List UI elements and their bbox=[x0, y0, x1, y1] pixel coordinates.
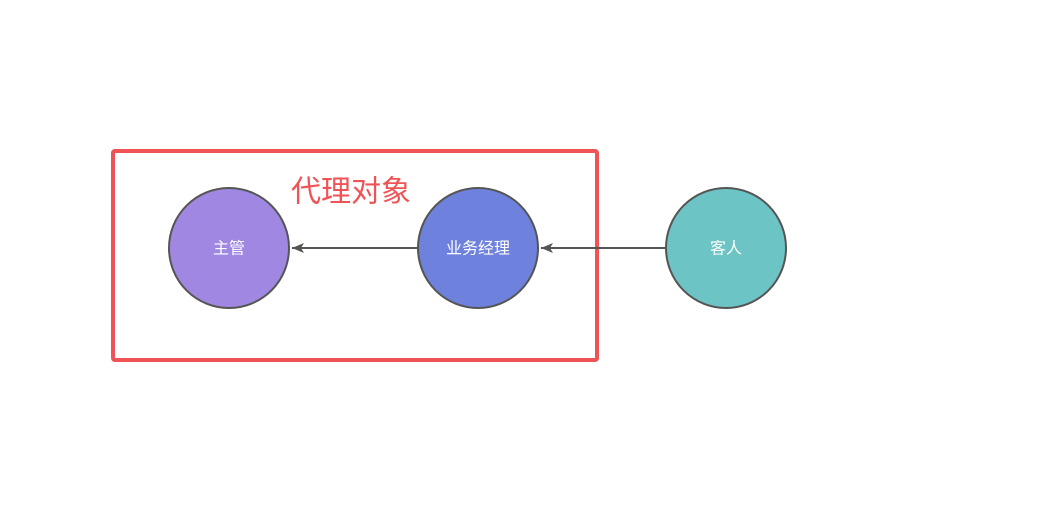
node-manager-label: 业务经理 bbox=[446, 239, 510, 258]
node-guest: 客人 bbox=[665, 187, 787, 309]
proxy-object-group-box bbox=[111, 149, 599, 362]
proxy-object-label: 代理对象 bbox=[291, 175, 411, 210]
node-supervisor: 主管 bbox=[168, 187, 290, 309]
node-guest-label: 客人 bbox=[710, 239, 742, 258]
node-guest-circle bbox=[665, 187, 787, 309]
node-supervisor-label: 主管 bbox=[213, 239, 245, 258]
node-supervisor-circle bbox=[168, 187, 290, 309]
node-manager: 业务经理 bbox=[417, 187, 539, 309]
node-manager-circle bbox=[417, 187, 539, 309]
